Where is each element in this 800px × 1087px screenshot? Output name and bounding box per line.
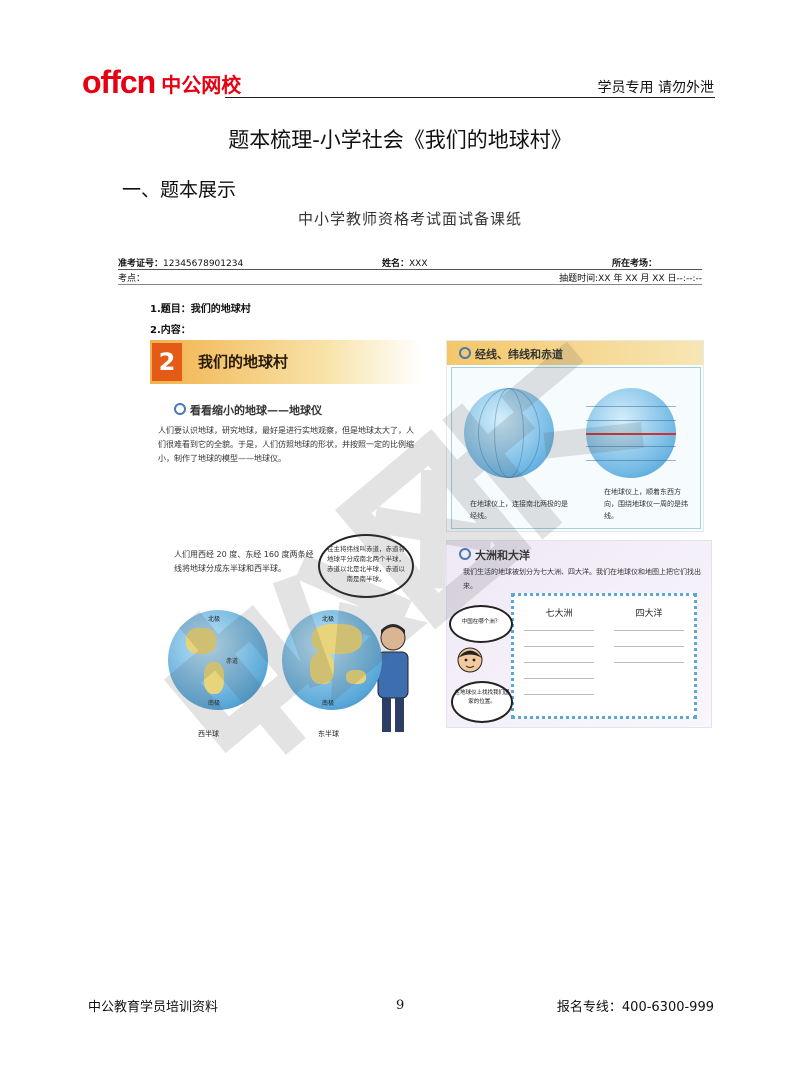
lesson-number-badge: 2 xyxy=(152,343,182,381)
section-title: 大洲和大洋 xyxy=(459,547,530,563)
sub-heading: 看看缩小的地球——地球仪 xyxy=(174,402,322,418)
eastern-hemisphere-map: 北极 南极 xyxy=(282,610,382,710)
question-title: 1.题目：我们的地球村 xyxy=(150,304,251,315)
textbook-page-right-top: 经线、纬线和赤道 在地球仪上，连接南北两极的是经线。 在地球仪上，顺着东西方向，… xyxy=(446,340,704,532)
land-south-america xyxy=(204,662,224,694)
speech-bubble-find-country: 在地球仪上找找我们国家的位置。 xyxy=(451,681,513,723)
name-value: XXX xyxy=(409,259,428,269)
lesson-title: 我们的地球村 xyxy=(198,353,289,371)
parallel-line xyxy=(586,446,676,447)
bullet-icon xyxy=(459,347,471,359)
name-field: 姓名：XXX xyxy=(382,256,428,269)
continents-oceans-text: 我们生活的地球被划分为七大洲、四大洋。我们在地球仪和地图上把它们找出来。 xyxy=(463,568,701,590)
sub-heading-text: 看看缩小的地球——地球仪 xyxy=(190,404,322,417)
globe-meridians-icon xyxy=(464,388,554,478)
land-north-america xyxy=(186,628,216,654)
speech-bubble-equator: 在主将纬线叫赤道，赤道将地球平分成南北两个半球，赤道以北是北半球，赤道以南是南半… xyxy=(318,534,414,598)
name-label: 姓名： xyxy=(382,259,410,269)
student-face-icon xyxy=(457,647,483,673)
land-oceania xyxy=(346,670,366,684)
continents-column-title: 七大洲 xyxy=(545,609,573,619)
section-title-text: 大洲和大洋 xyxy=(475,549,530,562)
exam-info-row: 准考证号：12345678901234 姓名：XXX 所在考场： xyxy=(118,255,702,270)
paragraph-globe-intro: 人们要认识地球，研究地球，最好是进行实地观察，但是地球太大了，人们很难看到它的全… xyxy=(158,426,414,463)
parallel-line xyxy=(586,406,676,407)
meridian-line xyxy=(478,388,540,478)
document-title: 题本梳理-小学社会《我们的地球村》 xyxy=(228,128,572,152)
draw-time: 抽题时间:XX 年 XX 月 XX 日--:--:-- xyxy=(559,274,702,284)
land-africa xyxy=(310,652,334,684)
south-pole-label: 南极 xyxy=(322,700,335,707)
logo-chinese-text: 中公网校 xyxy=(161,73,242,97)
north-pole-label: 北极 xyxy=(322,616,335,623)
meridian-caption: 在地球仪上，连接南北两极的是经线。 xyxy=(470,500,568,520)
north-pole-label: 北极 xyxy=(208,616,221,623)
parallel-caption: 在地球仪上，顺着东西方向，围绕地球仪一周的是纬线。 xyxy=(604,488,688,520)
bullet-icon xyxy=(459,548,471,560)
ticket-number-value: 12345678901234 xyxy=(163,259,244,269)
oceans-column-title: 四大洋 xyxy=(635,609,663,619)
textbook-page-right-bottom: 大洲和大洋 我们生活的地球被划分为七大洲、四大洋。我们在地球仪和地图上把它们找出… xyxy=(446,540,712,728)
west-hemisphere-caption: 西半球 xyxy=(198,730,219,738)
parallel-line xyxy=(586,460,676,461)
section-banner xyxy=(447,341,703,365)
ticket-number-label: 准考证号： xyxy=(118,259,164,269)
globe-illustration-frame: 在地球仪上，连接南北两极的是经线。 在地球仪上，顺着东西方向，围绕地球仪一周的是… xyxy=(451,367,701,529)
bullet-icon xyxy=(174,403,186,415)
exam-paper-title: 中小学教师资格考试面试备课纸 xyxy=(297,210,522,228)
paragraph-hemispheres: 人们用西经 20 度、东经 160 度两条经线将地球分成东半球和西半球。 xyxy=(174,550,314,573)
footer-left-text: 中公教育学员培训资料 xyxy=(88,1000,219,1015)
blank-line xyxy=(524,678,594,679)
ticket-number-field: 准考证号：12345678901234 xyxy=(118,256,243,269)
section-title-text: 经线、纬线和赤道 xyxy=(475,348,563,361)
lesson-banner xyxy=(150,340,422,384)
footer-hotline: 报名专线：400-6300-999 xyxy=(556,1000,714,1015)
brand-logo: offcn 中公网校 xyxy=(82,62,241,98)
examiner-label: 考点： xyxy=(118,274,146,284)
teacher-figure-icon xyxy=(377,624,409,732)
blank-line xyxy=(614,662,684,663)
blank-line xyxy=(524,662,594,663)
exam-info-row-2: 考点： 抽题时间:XX 年 XX 月 XX 日--:--:-- xyxy=(118,270,702,285)
textbook-page-left: 2 我们的地球村 看看缩小的地球——地球仪 人们要认识地球，研究地球，最好是进行… xyxy=(150,340,422,750)
equator-line xyxy=(586,433,676,435)
land-eurasia xyxy=(312,624,362,654)
exam-room-field: 所在考场： xyxy=(612,256,657,269)
blank-line xyxy=(614,646,684,647)
east-hemisphere-caption: 东半球 xyxy=(318,730,339,738)
question-content-label: 2.内容： xyxy=(150,325,191,336)
parallel-line xyxy=(586,420,676,421)
continents-oceans-table: 七大洲 四大洋 xyxy=(511,593,697,719)
speech-bubble-question: 中国在哪个洲？ xyxy=(449,605,513,643)
equator-label: 赤道 xyxy=(226,658,239,665)
south-pole-label: 南极 xyxy=(208,700,221,707)
oceans-column: 四大洋 xyxy=(604,596,694,716)
page-number: 9 xyxy=(396,998,405,1013)
section-heading: 一、题本展示 xyxy=(122,179,237,201)
globe-parallels-icon xyxy=(586,388,676,478)
section-title: 经线、纬线和赤道 xyxy=(459,346,563,362)
blank-line xyxy=(524,694,594,695)
exam-paper-scan: 中小学教师资格考试面试备课纸 准考证号：12345678901234 姓名：XX… xyxy=(118,200,712,750)
header-divider xyxy=(225,97,715,98)
header-confidential-note: 学员专用 请勿外泄 xyxy=(597,80,714,96)
continents-column: 七大洲 xyxy=(514,596,604,716)
western-hemisphere-map: 北极 赤道 南极 xyxy=(168,610,268,710)
exam-room-label: 所在考场： xyxy=(612,259,658,269)
blank-line xyxy=(524,630,594,631)
blank-line xyxy=(524,646,594,647)
logo-latin-text: offcn xyxy=(82,64,156,100)
blank-line xyxy=(614,630,684,631)
